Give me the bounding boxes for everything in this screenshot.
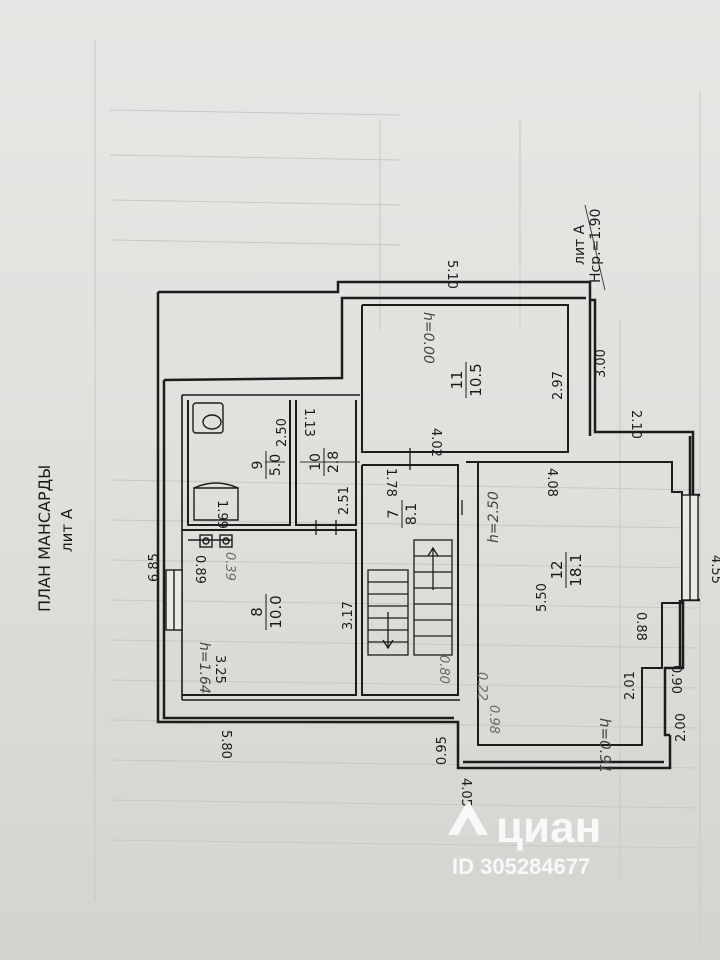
dim-0-89: 0.89 [192,555,207,584]
dim-0-39: 0.39 [222,552,237,581]
room-number: 8 [248,607,266,617]
cian-brand: циан [496,803,601,852]
listing-id: ID 305284677 [452,854,590,879]
block-label: лит А [572,224,588,265]
height-note: h=0.91 [596,718,614,773]
dim-3-25: 3.25 [212,655,227,684]
bathroom-fixtures [188,402,239,548]
height-room-11: h=0.00 [420,312,436,364]
room-number: 7 [386,510,402,519]
room-7-label: 7 8.1 [386,500,420,528]
plan-title: ПЛАН МАНСАРДЫ [35,465,54,612]
dim-4-05: 4.05 [458,778,473,807]
room-number: 11 [448,370,466,389]
room-number: 10 [308,453,324,471]
doors [315,448,463,535]
height-room-12-top: h=2.50 [486,491,502,543]
height-note: h=1.64 [196,642,212,694]
dim-2-01: 2.01 [623,671,638,700]
room-area: 8.1 [404,503,420,525]
background-grid [94,40,701,940]
height-note: h=2.50 [486,491,502,543]
dim-3-00: 3.00 [594,349,609,378]
dim-4-02: 4.02 [428,428,443,457]
dim-0-88: 0.88 [633,612,648,641]
dim-2-00: 2.00 [674,713,689,742]
title-block: ПЛАН МАНСАРДЫ лит А [35,465,76,612]
dim-0-98: 0.98 [486,705,501,734]
dim-5-50: 5.50 [535,583,550,612]
room-10-label: 10 2.8 [308,448,342,476]
room-number: 9 [250,461,266,470]
dim-0-95: 0.95 [435,736,450,765]
dim-6-85: 6.85 [147,553,162,582]
dim-0-80: 0.80 [436,655,451,684]
dim-2-97: 2.97 [551,371,566,400]
room-area: 5.0 [268,454,284,476]
dimension-labels: 6.85 2.50 2.51 3.17 5.50 3.00 2.97 2.01 … [147,349,689,765]
dim-2-10: 2.10 [628,410,643,439]
dim-1-13: 1.13 [301,408,316,437]
dim-4-55: 4.55 [708,555,720,584]
lit-a-label: лит А [572,224,588,265]
cian-logo-icon [448,800,488,835]
staircase [367,539,453,656]
room-11-label: 11 10.5 [448,362,485,398]
plan-subtitle: лит А [58,508,76,552]
dim-1-78: 1.78 [383,468,398,497]
dim-5-10: 5.10 [444,260,459,289]
windows [165,494,699,631]
room-number: 12 [548,560,566,579]
interior-walls [182,304,683,746]
height-note: h=0.00 [420,312,436,364]
height-room-12-bottom: h=0.91 [596,718,614,773]
room-8-label: 8 10.0 [248,594,285,630]
dim-1-99: 1.99 [214,500,229,529]
dim-2-51: 2.51 [337,486,352,515]
dim-2-50: 2.50 [275,418,290,447]
dim-4-08: 4.08 [544,468,559,497]
room-area: 10.0 [267,595,285,628]
room-12-label: 12 18.1 [548,552,585,588]
room-area: 10.5 [467,363,485,396]
avg-height-value: Нср.=1.90 [588,209,604,283]
room-9-label: 9 5.0 [250,451,284,479]
attic-slope-lines [181,394,460,701]
dimension-lines [265,204,606,463]
dim-3-17: 3.17 [341,601,356,630]
dim-5-80: 5.80 [218,730,233,759]
height-room-8: h=1.64 [196,642,212,694]
avg-height-label: Нср.=1.90 [588,209,604,283]
room-area: 2.8 [326,451,342,473]
dimension-labels-flipped: 5.10 2.10 4.55 0.90 4.05 5.80 1.99 1.13 … [192,260,720,807]
dim-0-90: 0.90 [668,665,683,694]
dim-0-22: 0.22 [474,672,489,701]
room-area: 18.1 [567,553,585,586]
watermark: циан ID 305284677 [448,800,601,879]
